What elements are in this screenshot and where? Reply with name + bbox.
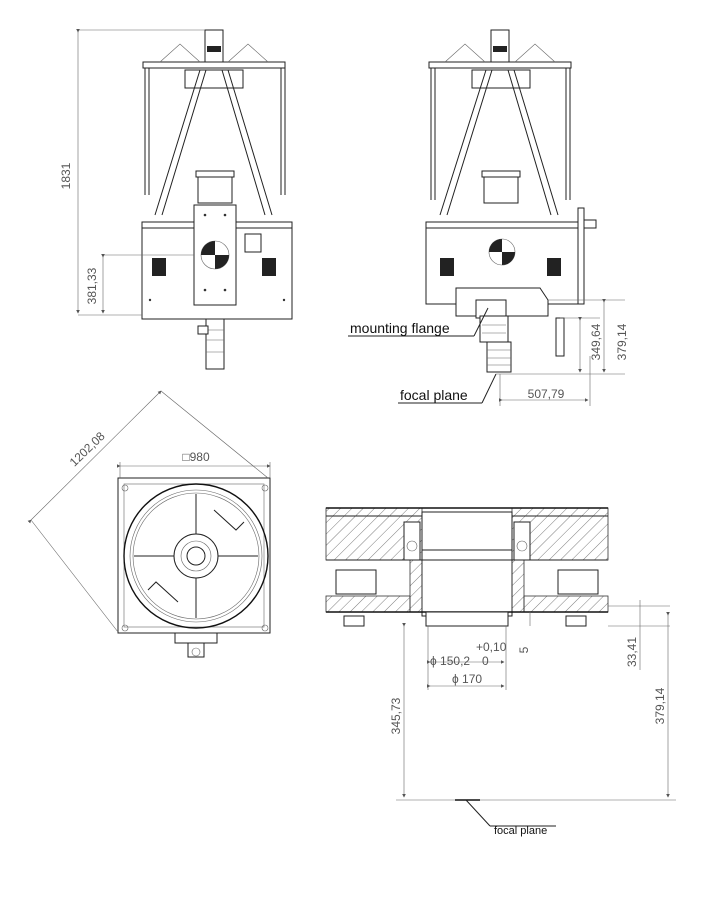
dim-dia-170: ϕ 170 [452,672,482,686]
dim-tol-zero: 0 [482,654,489,668]
dim-345-73: 345,73 [389,697,403,734]
dim-square-980: □980 [182,450,210,464]
dim-height-total: 1831 [59,162,73,189]
dim-height-flange: 381,33 [85,267,99,304]
label-focal-plane-top: focal plane [400,387,468,403]
dim-379-14-top: 379,14 [615,323,629,360]
label-focal-plane-bottom: focal plane [494,825,547,837]
dim-379-14-bottom: 379,14 [653,687,667,724]
label-mounting-flange: mounting flange [350,320,450,336]
dim-five: 5 [517,646,531,653]
dim-507-79: 507,79 [528,387,565,401]
front-view [76,29,293,370]
section-view [325,507,676,827]
side-view [348,29,625,406]
dim-diagonal: 1202,08 [67,429,108,469]
dim-33-41: 33,41 [625,637,639,667]
top-view [27,390,271,658]
dim-dia-150: ϕ 150,2 [430,654,470,668]
dim-tol-plus: +0,10 [476,640,507,654]
dim-349-64: 349,64 [589,323,603,360]
